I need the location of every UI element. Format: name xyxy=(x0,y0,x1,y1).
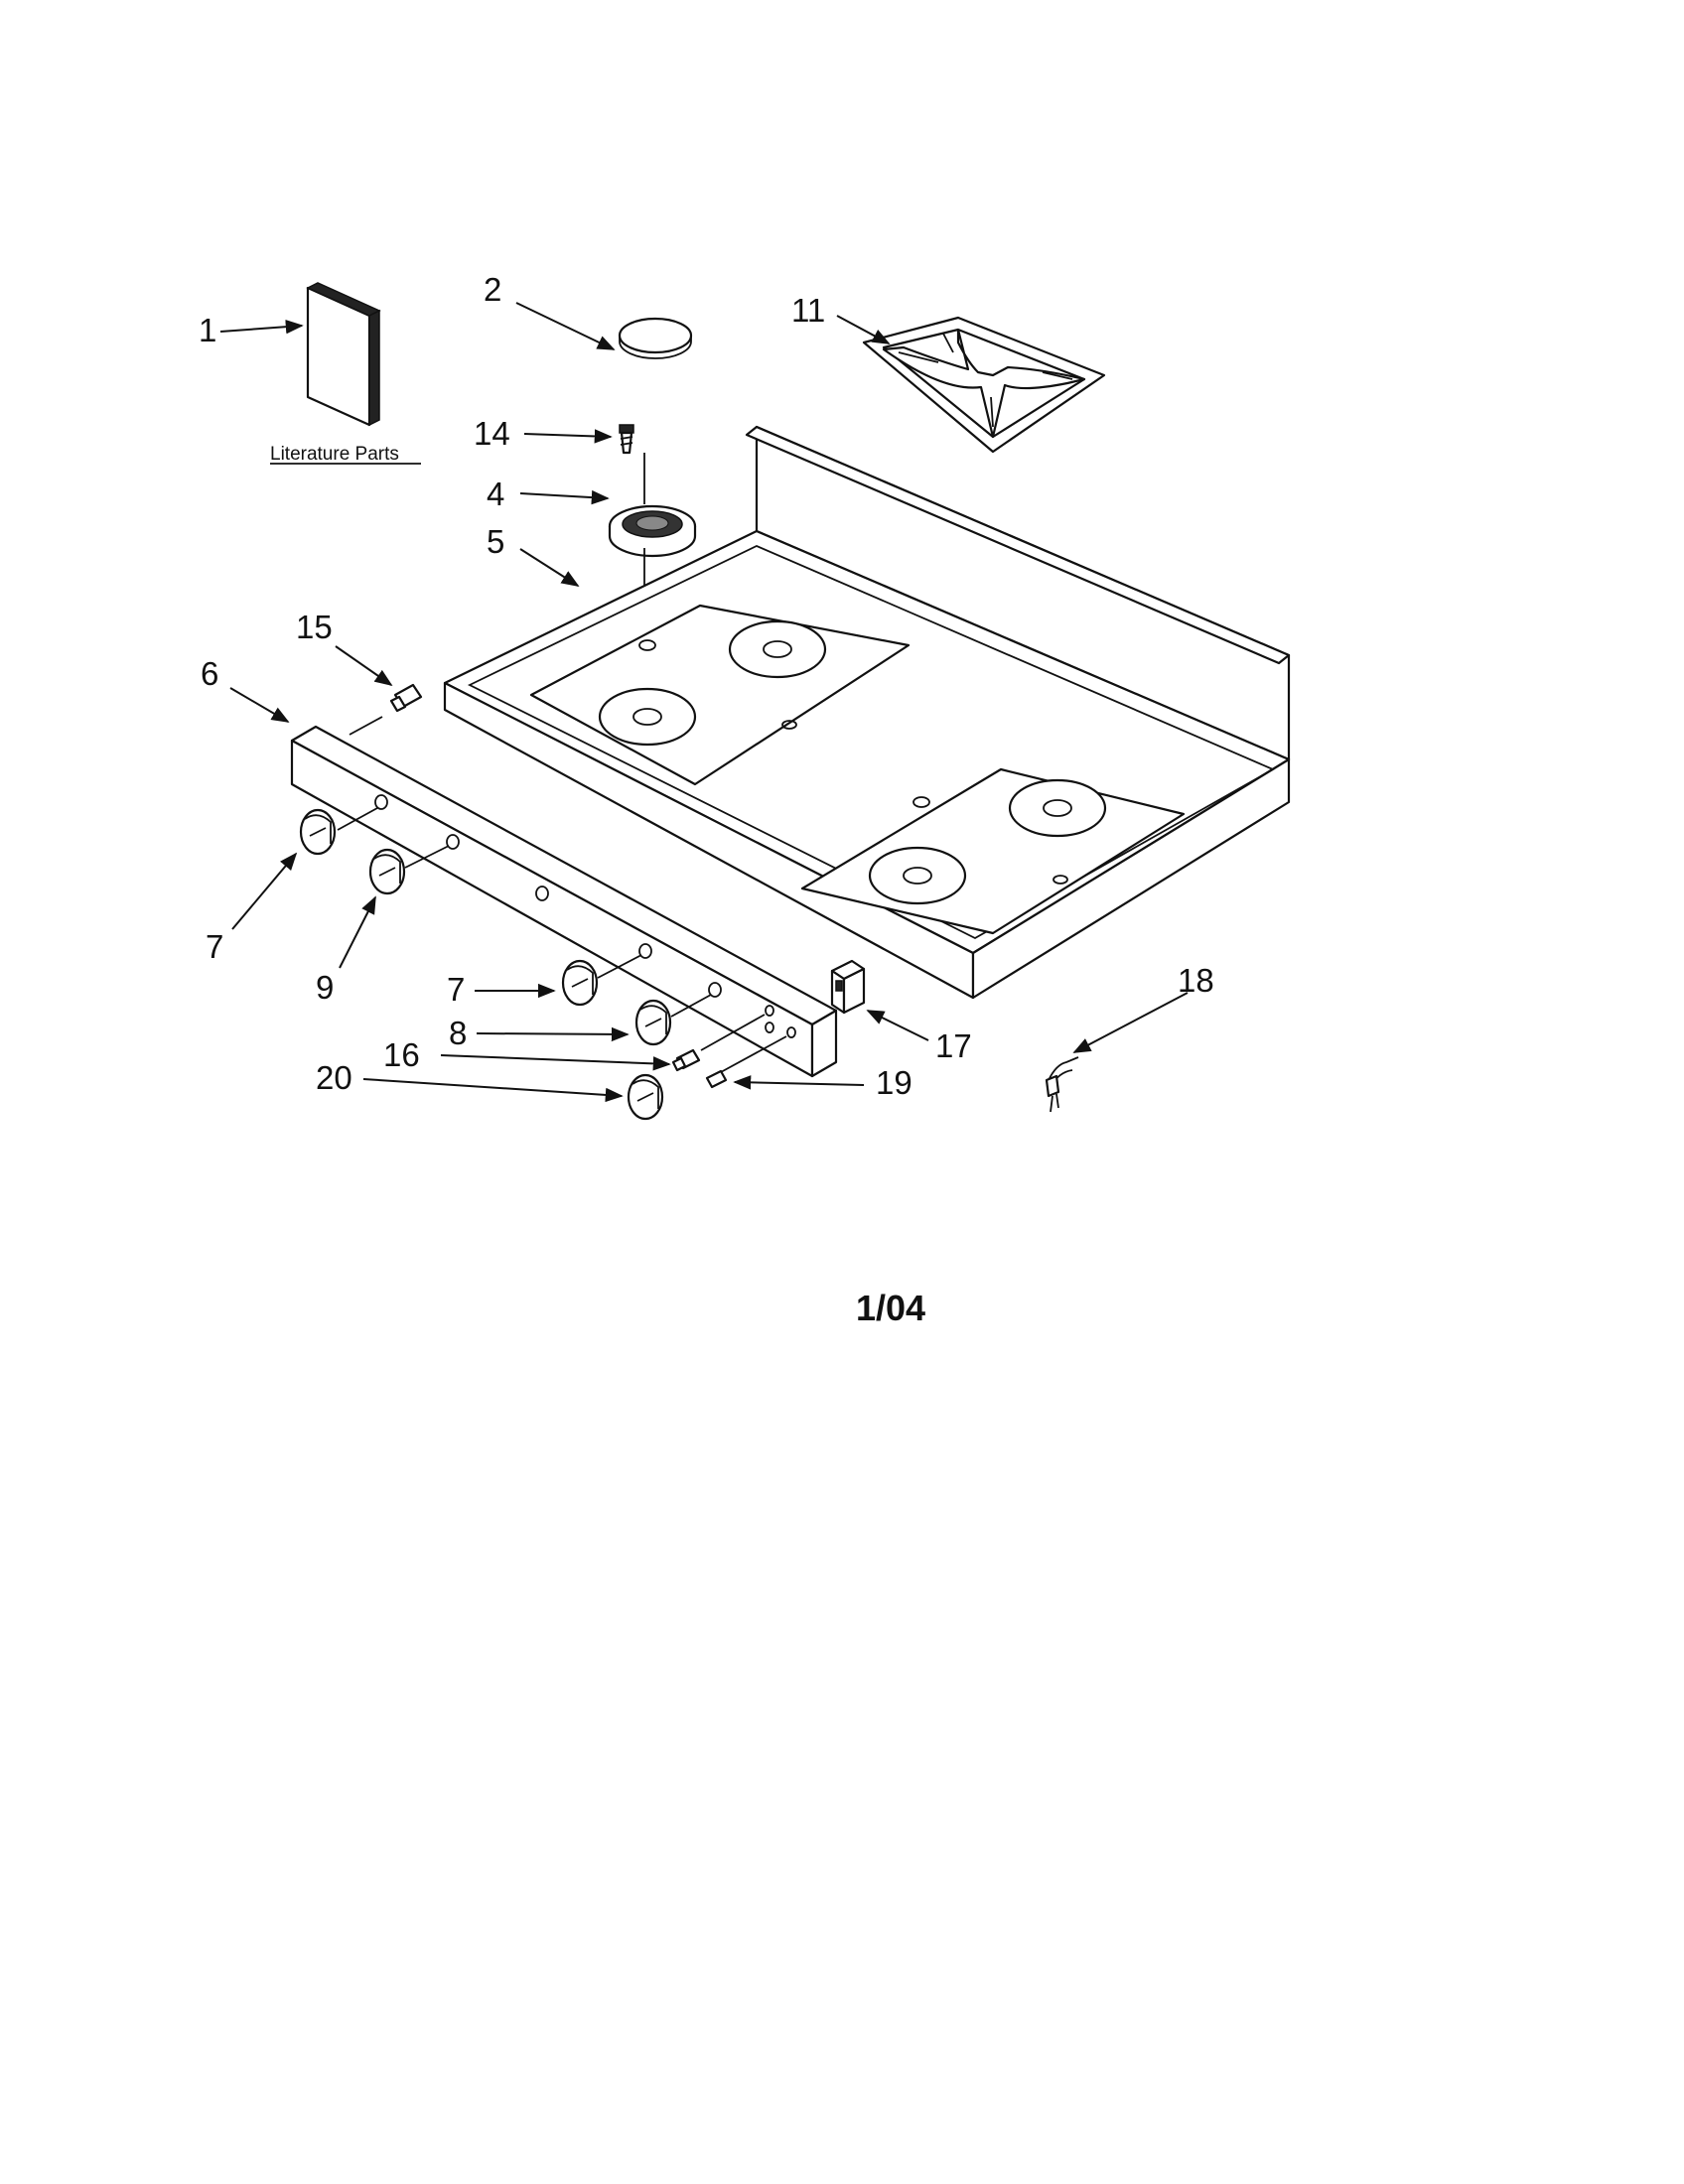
manifold-screw-16 xyxy=(671,1048,701,1072)
callout-16: 16 xyxy=(383,1036,420,1073)
callout-11: 11 xyxy=(791,292,825,329)
leader-17 xyxy=(866,1010,929,1041)
knob-line-3 xyxy=(597,954,642,979)
literature-parts-booklet xyxy=(306,282,381,427)
leader-6 xyxy=(229,687,290,723)
leader-11 xyxy=(836,315,891,344)
leader-4 xyxy=(519,489,610,505)
leader-15 xyxy=(335,645,393,687)
callout-4: 4 xyxy=(487,476,504,512)
burner-head xyxy=(608,504,697,558)
callout-15: 15 xyxy=(296,609,333,645)
leader-7a xyxy=(231,852,298,930)
callout-2: 2 xyxy=(484,271,501,308)
burner-ring-right-rear xyxy=(1008,778,1107,838)
control-knob-7a xyxy=(299,808,337,856)
callout-6: 6 xyxy=(201,655,218,692)
cooktop-main xyxy=(443,425,1291,1000)
callout-9: 9 xyxy=(316,969,334,1006)
control-knob-9 xyxy=(368,848,406,895)
control-knob-7b xyxy=(561,959,599,1007)
callout-8: 8 xyxy=(449,1015,467,1051)
callout-17: 17 xyxy=(935,1027,972,1064)
leader-20 xyxy=(362,1078,624,1103)
knob-line-1 xyxy=(337,807,378,831)
callout-14: 14 xyxy=(474,415,510,452)
leader-9 xyxy=(339,895,376,969)
burner-cap xyxy=(618,317,693,359)
burner-screw xyxy=(619,424,634,455)
callout-18: 18 xyxy=(1178,962,1214,999)
control-knob-8 xyxy=(634,999,672,1046)
igniter-switch xyxy=(830,959,866,1015)
leader-1 xyxy=(219,320,304,335)
callout-19: 19 xyxy=(876,1064,912,1101)
callout-7b: 7 xyxy=(447,971,465,1008)
leader-18 xyxy=(1072,992,1189,1053)
burner-ring-right-front xyxy=(868,846,967,905)
burner-grate xyxy=(862,316,1106,454)
knob-line-2 xyxy=(404,845,450,869)
burner-ring-left-front xyxy=(598,687,697,747)
leader-19 xyxy=(733,1075,865,1090)
callout-1: 1 xyxy=(199,312,216,348)
date-code: 1/04 xyxy=(856,1288,925,1328)
manifold-screw xyxy=(389,683,423,713)
leader-8 xyxy=(476,1026,630,1042)
callout-20: 20 xyxy=(316,1059,352,1096)
leader-16 xyxy=(440,1054,671,1071)
leader-5 xyxy=(519,548,580,587)
assembly-line-15 xyxy=(349,716,383,736)
wire-harness xyxy=(1045,1056,1079,1113)
callout-5: 5 xyxy=(487,523,504,560)
burner-ring-left-rear xyxy=(728,619,827,679)
literature-parts-caption: Literature Parts xyxy=(270,444,399,465)
knob-line-4 xyxy=(670,994,712,1018)
leader-2 xyxy=(515,302,616,350)
manifold-screw-19 xyxy=(705,1069,728,1089)
screw-line-19 xyxy=(720,1035,787,1073)
manifold-panel xyxy=(290,725,838,1078)
leader-14 xyxy=(523,429,613,444)
screw-line-16 xyxy=(700,1014,766,1051)
callout-7a: 7 xyxy=(206,928,223,965)
control-knob-20 xyxy=(627,1073,664,1121)
